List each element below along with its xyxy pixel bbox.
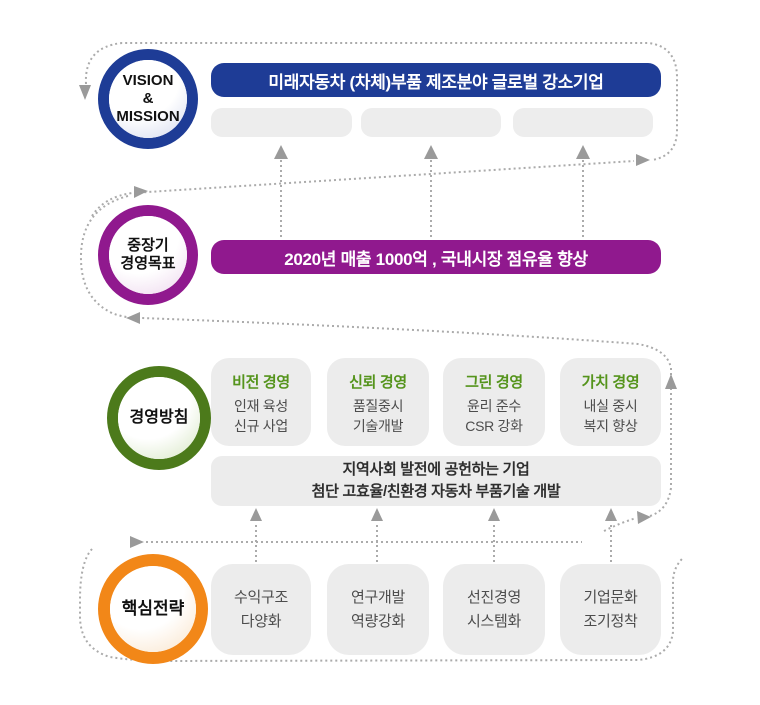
policy-card-body: 품질중시 기술개발 [352, 398, 404, 435]
policy-card-title: 그린 경영 [465, 374, 523, 391]
policy-card-body: 인재 육성 신규 사업 [234, 398, 288, 435]
arrow-up-icon [371, 508, 383, 521]
arrow-right-icon [636, 154, 650, 166]
arrow-up-icon [576, 145, 590, 159]
arrow-up-icon [488, 508, 500, 521]
arrow-up-icon [274, 145, 288, 159]
vision-mission-circle: VISION & MISSION [98, 49, 198, 149]
policy-card-title: 비전 경영 [232, 374, 290, 391]
vision-mission-circle-inner: VISION & MISSION [109, 60, 187, 138]
arrow-right-icon [130, 536, 144, 548]
arrow-up-icon [605, 508, 617, 521]
vision-banner: 미래자동차 (차체)부품 제조분야 글로벌 강소기업 [211, 63, 661, 97]
strategy-card-system: 선진경영 시스템화 [443, 564, 545, 655]
policy-card-title: 가치 경영 [581, 374, 640, 391]
policy-card-body: 윤리 준수 CSR 강화 [465, 398, 523, 435]
arrow-up-icon [250, 508, 262, 521]
midterm-goal-circle-inner: 중장기 경영목표 [109, 216, 187, 294]
policy-card-body: 내실 중시 복지 향상 [583, 398, 638, 435]
placeholder-box [513, 108, 653, 137]
management-policy-circle-inner: 경영방침 [118, 377, 200, 459]
midterm-goal-label: 중장기 경영목표 [120, 237, 176, 272]
arrow-down-icon [79, 85, 91, 100]
vision-mission-label: VISION & MISSION [116, 72, 180, 125]
core-strategy-label: 핵심전략 [121, 598, 185, 618]
core-strategy-circle: 핵심전략 [98, 554, 208, 664]
arrow-right-icon [134, 186, 148, 198]
midterm-goal-circle: 중장기 경영목표 [98, 205, 198, 305]
policy-card-value: 가치 경영 내실 중시 복지 향상 [560, 358, 661, 446]
policy-card-title: 신뢰 경영 [349, 374, 407, 391]
strategy-card-profit: 수익구조 다양화 [211, 564, 311, 655]
arrow-up-icon [665, 374, 677, 389]
midterm-goal-banner: 2020년 매출 1000억 , 국내시장 점유율 향상 [211, 240, 661, 274]
policy-card-trust: 신뢰 경영 품질중시 기술개발 [327, 358, 429, 446]
strategy-card-rnd: 연구개발 역량강화 [327, 564, 429, 655]
strategy-card-culture: 기업문화 조기정착 [560, 564, 661, 655]
upflow-tail [603, 517, 637, 532]
strategy-card-text: 선진경영 시스템화 [466, 588, 521, 630]
placeholder-box [361, 108, 501, 137]
strategy-card-text: 연구개발 역량강화 [350, 588, 405, 630]
placeholder-box [211, 108, 352, 137]
arrow-up-icon [424, 145, 438, 159]
policy-wide-box: 지역사회 발전에 공헌하는 기업 첨단 고효율/친환경 자동차 부품기술 개발 [211, 456, 661, 506]
arrow-right-icon [637, 511, 651, 524]
arrow-left-icon [126, 312, 140, 324]
policy-card-green: 그린 경영 윤리 준수 CSR 강화 [443, 358, 545, 446]
diagonal-up-line [91, 160, 635, 217]
management-policy-circle: 경영방침 [107, 366, 211, 470]
midterm-goal-banner-text: 2020년 매출 1000억 , 국내시장 점유율 향상 [284, 249, 588, 269]
strategy-card-text: 기업문화 조기정착 [583, 588, 638, 630]
strategy-card-text: 수익구조 다양화 [233, 588, 288, 630]
vision-banner-text: 미래자동차 (차체)부품 제조분야 글로벌 강소기업 [268, 72, 604, 92]
management-policy-label: 경영방침 [129, 409, 189, 427]
policy-wide-box-text: 지역사회 발전에 공헌하는 기업 첨단 고효율/친환경 자동차 부품기술 개발 [311, 461, 561, 500]
policy-card-vision: 비전 경영 인재 육성 신규 사업 [211, 358, 311, 446]
core-strategy-circle-inner: 핵심전략 [110, 566, 196, 652]
